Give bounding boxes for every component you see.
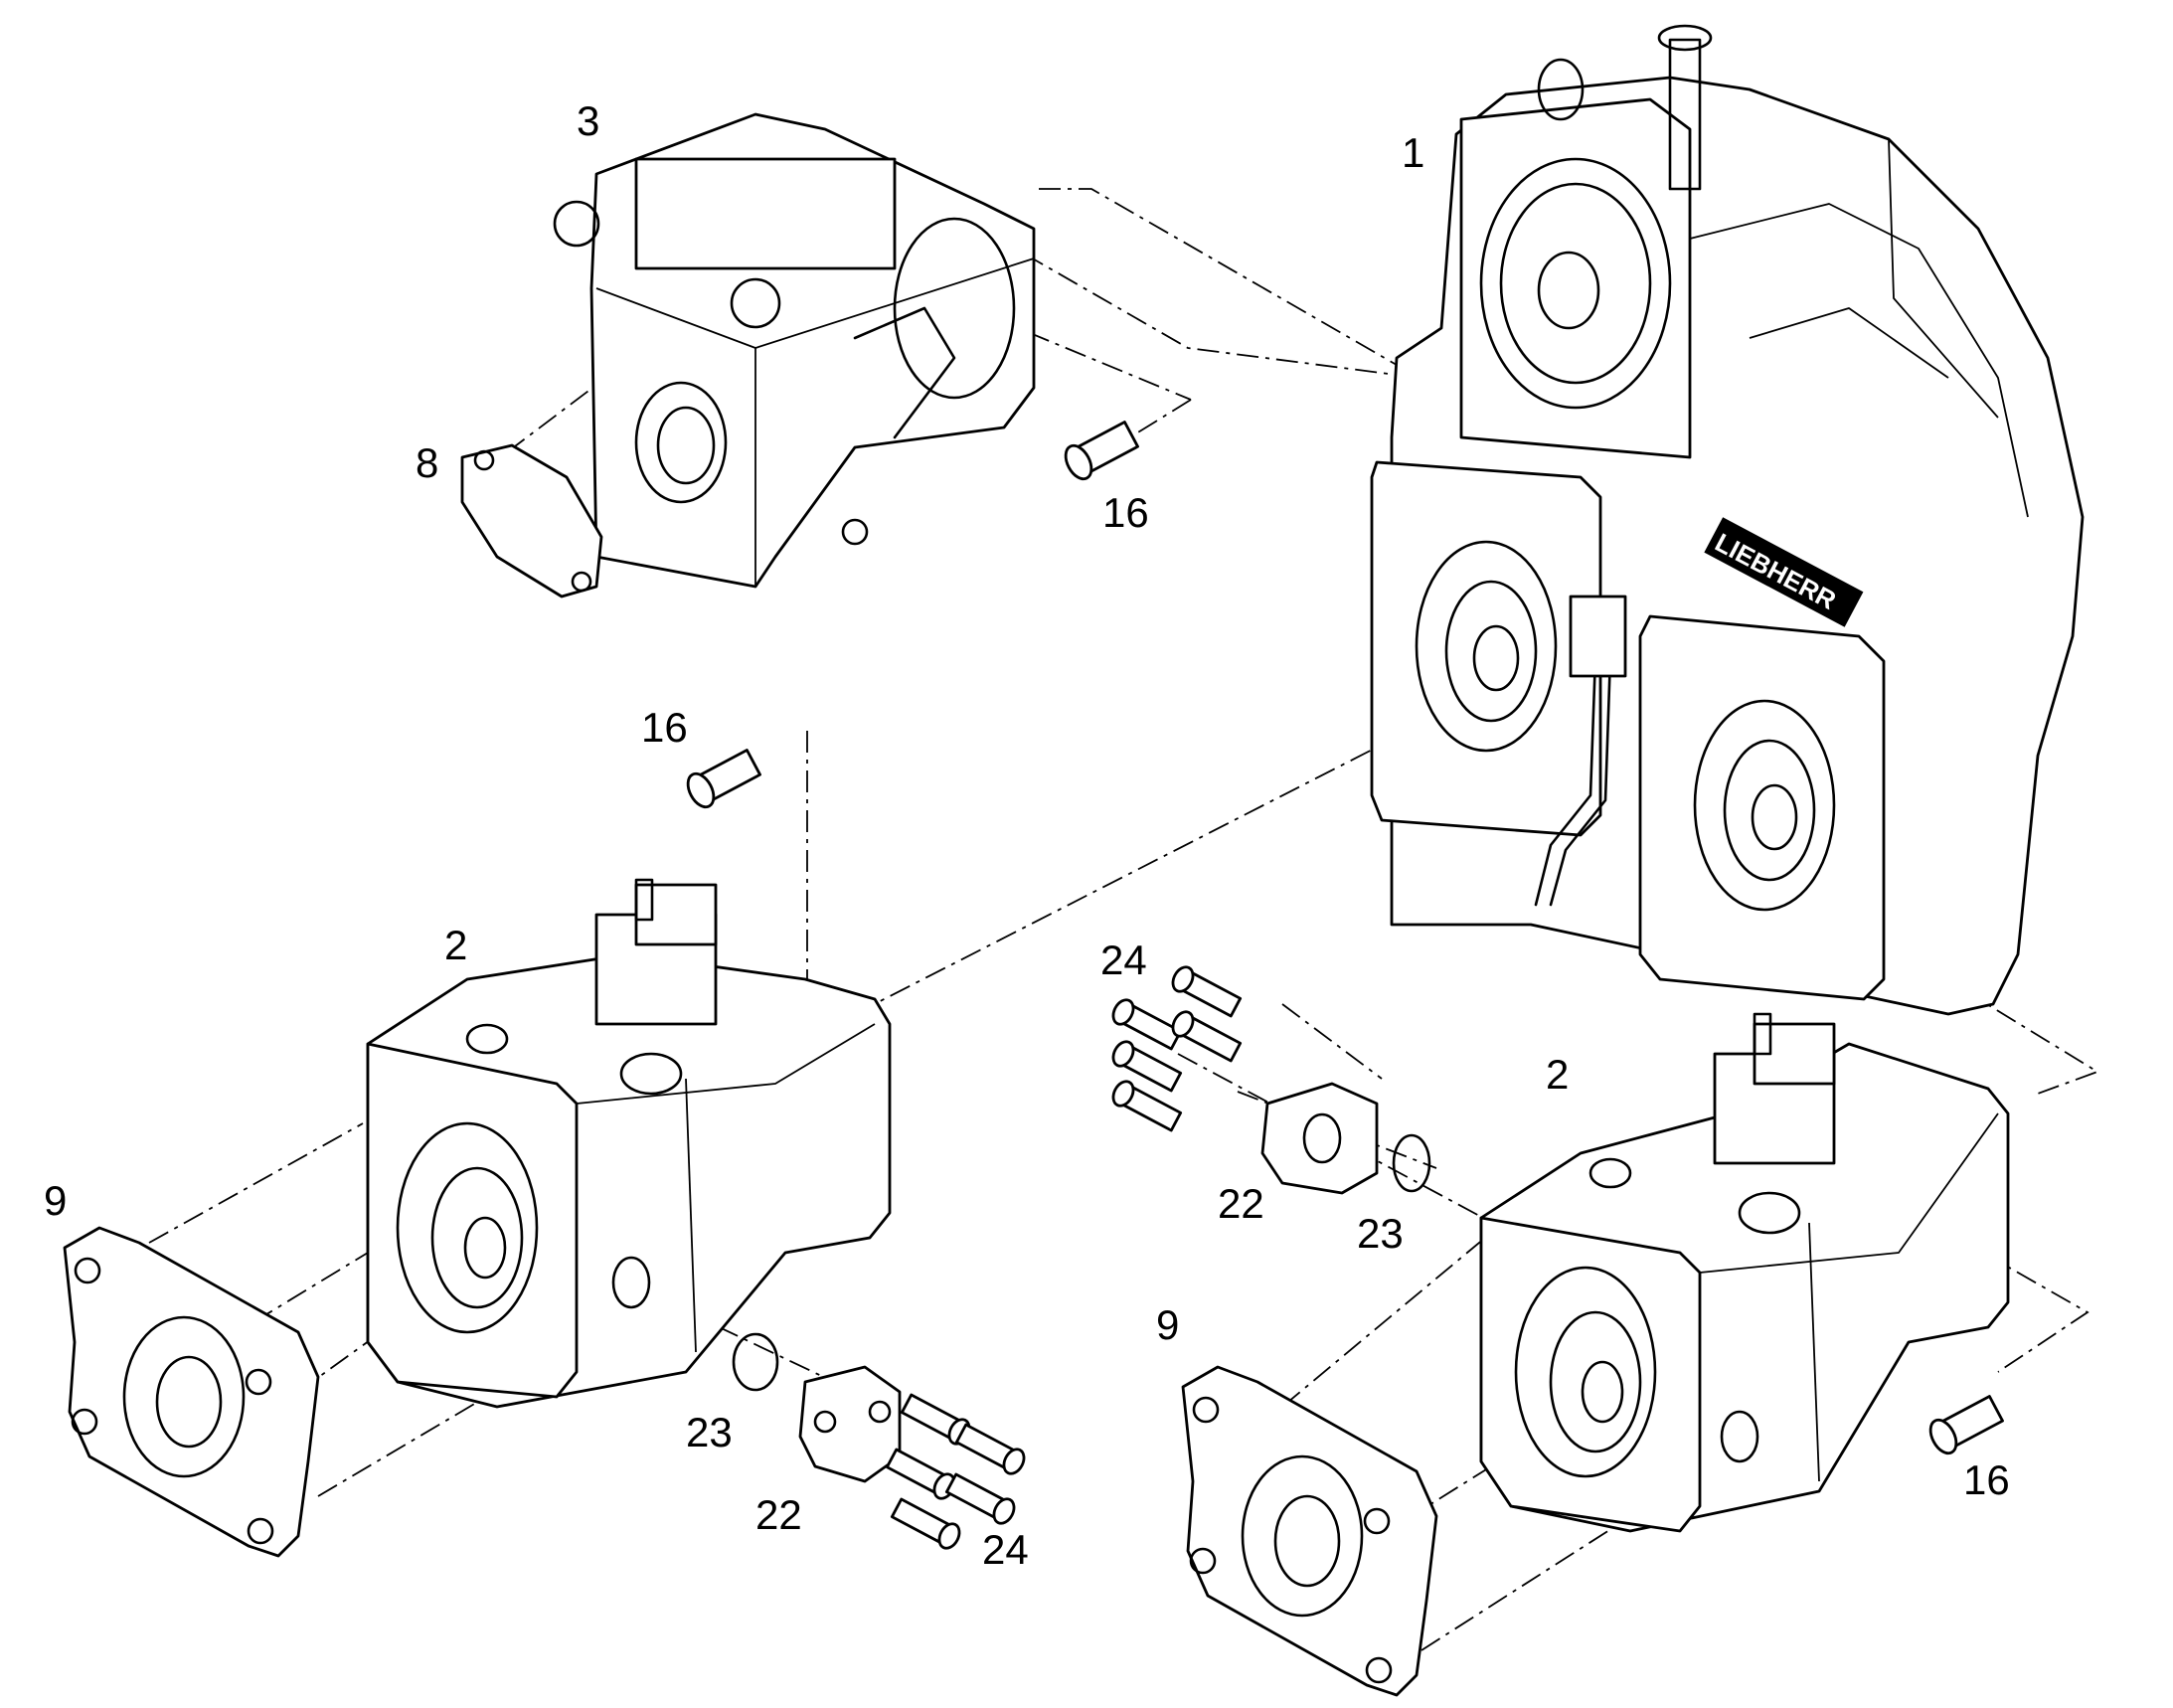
callout-9-left: 9	[44, 1177, 67, 1224]
control-pump-block	[553, 112, 1036, 589]
callout-23-left: 23	[686, 1409, 733, 1455]
main-pump-right	[1479, 1012, 2010, 1533]
cover-plate	[460, 443, 603, 598]
gearbox-housing: LIEBHERR	[1370, 24, 2085, 1016]
callout-3: 3	[577, 97, 599, 144]
screw-bottom-right	[1928, 1395, 2004, 1455]
port-flange-left	[732, 1332, 902, 1483]
callout-22-left: 22	[755, 1491, 802, 1538]
flange-plate-left	[63, 1226, 320, 1558]
callout-16-bottom-right: 16	[1963, 1456, 2010, 1503]
assembly-lines	[148, 188, 2100, 1651]
screw-top	[1064, 421, 1139, 481]
callout-24-left: 24	[982, 1526, 1029, 1573]
callout-23-right: 23	[1357, 1210, 1404, 1257]
port-flange-right	[1260, 1082, 1431, 1195]
callout-8: 8	[416, 439, 438, 486]
callout-16-top: 16	[1102, 489, 1149, 536]
screw-middle	[686, 749, 761, 809]
callout-16-middle: 16	[641, 704, 688, 751]
callout-2-right: 2	[1546, 1051, 1569, 1098]
callout-24-right: 24	[1100, 937, 1147, 983]
callout-9-right: 9	[1156, 1301, 1179, 1348]
callout-2-left: 2	[444, 922, 467, 968]
main-pump-left	[366, 878, 892, 1409]
bolts-left	[885, 1393, 1026, 1550]
callout-labels: 1 2 2 3 8 9 9 16 16 16 22 22 23 23 24 24	[44, 97, 2010, 1573]
flange-plate-right	[1181, 1365, 1438, 1697]
callout-1: 1	[1402, 129, 1424, 176]
bolts-right	[1111, 965, 1243, 1132]
callout-22-right: 22	[1218, 1180, 1264, 1227]
